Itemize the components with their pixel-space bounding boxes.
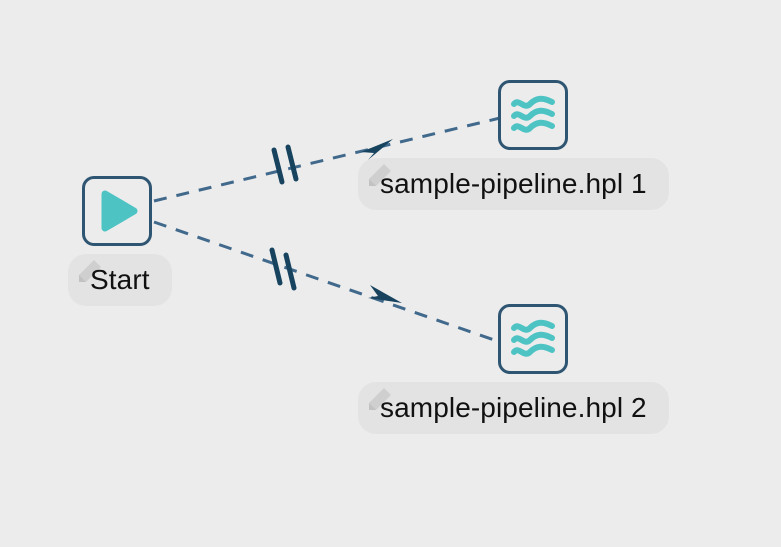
pipeline-waves-icon <box>509 315 557 363</box>
play-triangle-icon <box>94 188 140 234</box>
node-label-text: Start <box>90 264 150 295</box>
node-pipeline1[interactable] <box>498 80 568 150</box>
dart-arrow-icon <box>361 139 393 160</box>
node-label-start[interactable]: Start <box>68 254 172 306</box>
hop-line <box>153 220 501 344</box>
node-label-text: sample-pipeline.hpl 1 <box>380 168 647 199</box>
node-label-text: sample-pipeline.hpl 2 <box>380 392 647 423</box>
dart-arrow-icon <box>368 285 402 303</box>
node-start[interactable] <box>82 176 152 246</box>
parallel-execution-marker-icon <box>271 144 299 185</box>
hop-start-to-pipeline2[interactable] <box>153 220 501 344</box>
node-label-pipeline2[interactable]: sample-pipeline.hpl 2 <box>358 382 669 434</box>
pipeline-waves-icon <box>509 91 557 139</box>
node-label-pipeline1[interactable]: sample-pipeline.hpl 1 <box>358 158 669 210</box>
parallel-execution-marker-icon <box>269 247 297 291</box>
node-pipeline2[interactable] <box>498 304 568 374</box>
